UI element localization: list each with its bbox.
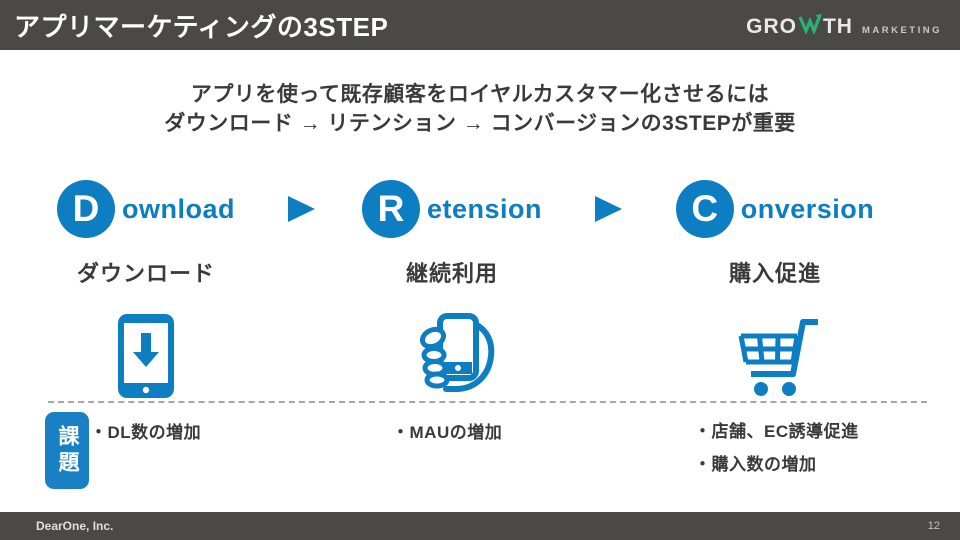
step-download-head: D ownload [57, 178, 235, 240]
subtitle-line-1: アプリを使って既存顧客をロイヤルカスタマー化させるには [190, 83, 770, 106]
logo-text-gro: GRO [746, 14, 797, 38]
subtitle-line-2: ダウンロード → リテンション → コンバージョンの3STEPが重要 [164, 112, 796, 135]
issue-bullet-conversion-1: ・店舗、EC誘導促進 [694, 422, 859, 441]
step-initial-badge-c: C [675, 180, 734, 238]
logo-text-th: TH [822, 14, 853, 38]
step-word-conversion: onversion [740, 193, 875, 224]
step-word-download: ownload [122, 193, 235, 224]
step-initial-badge-d: D [57, 180, 115, 238]
step-label-conversion: 購入促進 [728, 261, 821, 286]
step-word-retension: etension [426, 193, 543, 224]
company-name: DearOne, Inc. [36, 519, 114, 533]
slide-subtitle: アプリを使って既存顧客をロイヤルカスタマー化させるには ダウンロード → リテン… [0, 80, 960, 138]
phone-download-icon [116, 310, 176, 402]
hand-holding-phone-icon [406, 310, 498, 402]
issue-bullet-conversion-2: ・購入数の増加 [694, 455, 817, 474]
growth-marketing-logo: GRO TH MARKETING [746, 12, 942, 39]
header-bar: アプリマーケティングの3STEP GRO TH MARKETING [0, 0, 960, 50]
growth-arrow-icon [798, 13, 822, 34]
step-retension: R etension 継続利用 [346, 178, 558, 402]
step-label-retension: 継続利用 [405, 261, 498, 286]
page-number: 12 [927, 520, 940, 532]
step-label-download: ダウンロード [76, 261, 215, 286]
issue-bullet-retension: ・MAUの増加 [392, 423, 503, 442]
footer-bar: DearOne, Inc. 12 [0, 512, 960, 540]
logo-text-marketing: MARKETING [861, 24, 942, 36]
issue-bullet-download: ・DL数の増加 [90, 423, 202, 442]
dashed-divider [48, 401, 927, 403]
step-initial-badge-r: R [361, 180, 420, 238]
logo-wordmark: GRO TH [746, 12, 853, 39]
step-retension-head: R etension [361, 178, 543, 240]
shopping-cart-icon [729, 310, 821, 402]
issue-tag: 課題 [45, 412, 89, 489]
step-conversion: C onversion 購入促進 [669, 178, 881, 402]
step-arrow-icon [288, 196, 315, 222]
step-conversion-head: C onversion [675, 178, 875, 240]
page-title: アプリマーケティングの3STEP [14, 11, 389, 42]
step-arrow-icon [595, 196, 622, 222]
issue-bullets-conversion: ・店舗、EC誘導促進 ・購入数の増加 [694, 415, 859, 481]
step-download: D ownload ダウンロード [40, 178, 252, 402]
